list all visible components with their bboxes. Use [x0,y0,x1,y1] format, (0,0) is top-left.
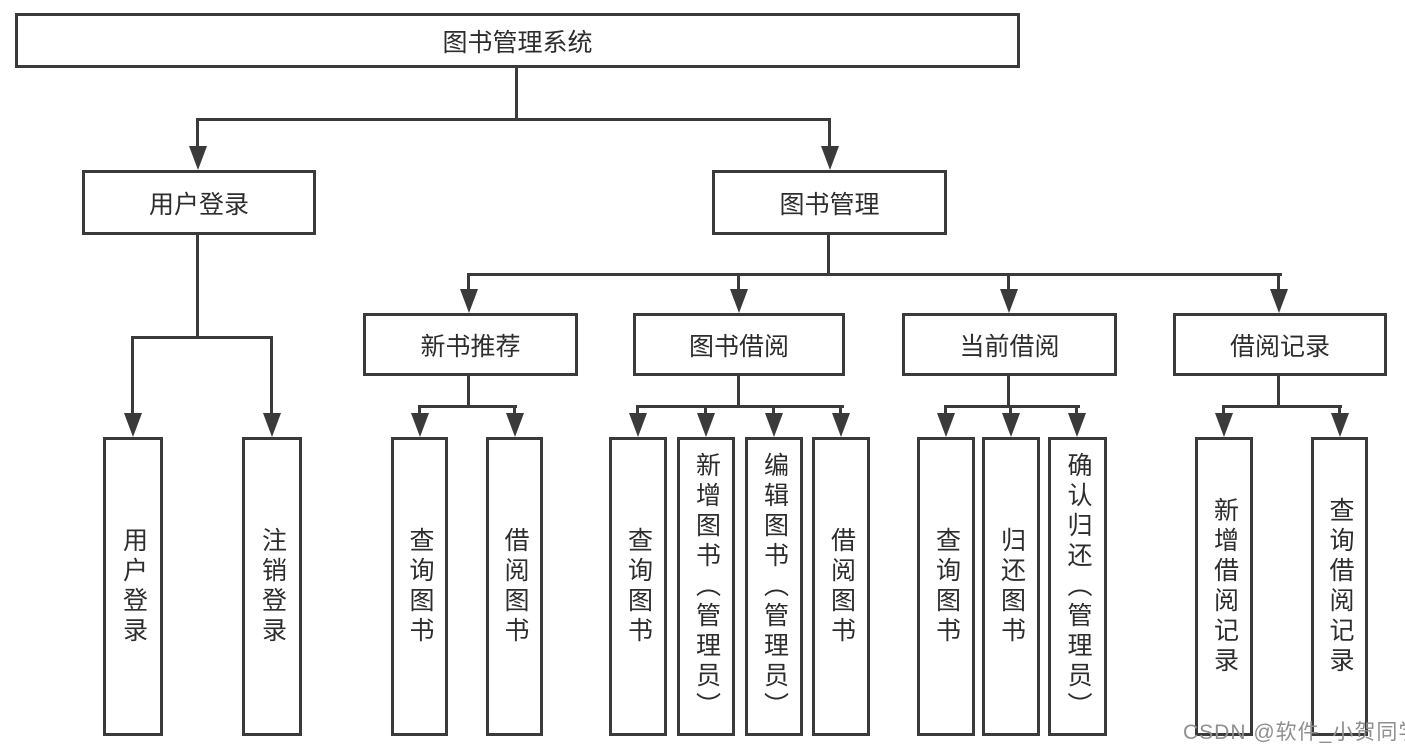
node-label: 用户登录 [119,526,148,647]
connector-arrow [765,413,783,437]
node-label: 用户登录 [148,190,249,219]
node-label: 注销登录 [258,526,287,647]
leaf-borrow-books-recommend: 借阅图书 [486,437,543,736]
connector-line [131,336,273,339]
connector-line [636,405,639,417]
node-label: 查询图书 [624,526,653,647]
node-label: 查询图书 [406,526,434,647]
connector-line [737,376,740,405]
connector-line [131,336,134,415]
connector-arrow [629,413,647,437]
connector-line [1277,273,1280,291]
node-label: 确认归还（管理员） [1064,451,1092,722]
connector-line [1007,376,1010,405]
connector-line [1222,405,1342,408]
connector-line [196,118,831,121]
connector-arrow [263,413,281,437]
connector-arrow [1270,289,1288,313]
connector-arrow [821,146,839,170]
connector-line [772,405,775,417]
connector-arrow [730,289,748,313]
node-label: 图书管理 [779,190,880,219]
node-book-borrowing: 图书借阅 [633,313,845,376]
node-user-login: 用户登录 [82,170,316,235]
connector-line [196,235,199,336]
node-label: 借阅图书 [827,526,856,647]
connector-line [418,405,517,408]
connector-arrow [1068,413,1086,437]
connector-line [515,68,518,118]
node-label: 新书推荐 [420,332,521,361]
node-new-book-recommendation: 新书推荐 [363,313,578,376]
connector-arrow [1000,289,1018,313]
node-label: 图书借阅 [688,332,789,361]
connector-line [1007,273,1010,291]
connector-arrow [1002,413,1020,437]
connector-line [1338,405,1341,417]
leaf-query-books-recommend: 查询图书 [391,437,448,736]
connector-arrow [937,413,955,437]
connector-line [704,405,707,417]
node-label: 当前借阅 [959,332,1060,361]
connector-arrow [832,413,850,437]
node-label: 查询图书 [932,526,961,647]
connector-arrow [506,413,524,437]
node-label: 新增图书（管理员） [692,451,721,722]
leaf-edit-book-admin: 编辑图书（管理员） [745,437,803,736]
connector-arrow [411,413,429,437]
connector-line [1222,405,1225,417]
connector-line [828,118,831,149]
connector-line [270,336,273,415]
leaf-borrow-books-borrowing: 借阅图书 [812,437,870,736]
connector-line [839,405,842,417]
connector-arrow [1215,413,1233,437]
leaf-query-books-current: 查询图书 [917,437,975,736]
connector-line [467,376,470,405]
leaf-confirm-return-admin: 确认归还（管理员） [1048,437,1107,736]
node-label: 归还图书 [997,526,1026,647]
leaf-query-borrow-record: 查询借阅记录 [1311,437,1368,736]
connector-line [944,405,1080,408]
node-label: 借阅图书 [501,526,529,647]
leaf-user-login: 用户登录 [103,437,163,736]
connector-line [1075,405,1078,417]
connector-line [1009,405,1012,417]
node-borrowing-records: 借阅记录 [1173,313,1387,376]
connector-line [944,405,947,417]
connector-line [513,405,516,417]
connector-arrow [460,289,478,313]
node-label: 图书管理系统 [442,28,593,57]
node-library-management-system: 图书管理系统 [15,13,1020,68]
connector-line [737,273,740,291]
connector-line [1277,376,1280,405]
node-label: 新增借阅记录 [1210,496,1239,677]
connector-line [827,235,830,273]
node-label: 借阅记录 [1229,332,1330,361]
connector-arrow [124,413,142,437]
leaf-add-borrow-record: 新增借阅记录 [1195,437,1253,736]
node-label: 查询借阅记录 [1326,496,1354,677]
leaf-add-book-admin: 新增图书（管理员） [677,437,735,736]
node-book-management: 图书管理 [712,170,947,235]
leaf-query-books-borrowing: 查询图书 [609,437,667,736]
connector-arrow [1331,413,1349,437]
connector-arrow [189,146,207,170]
watermark: CSDN @软件_小贺同学 [1183,721,1405,744]
connector-line [467,273,1282,276]
node-current-borrowing: 当前借阅 [902,313,1117,376]
connector-line [196,118,199,149]
connector-line [636,405,844,408]
leaf-logout: 注销登录 [242,437,302,736]
leaf-return-books: 归还图书 [982,437,1040,736]
node-label: 编辑图书（管理员） [760,451,789,722]
connector-line [418,405,421,417]
connector-line [467,273,470,291]
connector-arrow [697,413,715,437]
